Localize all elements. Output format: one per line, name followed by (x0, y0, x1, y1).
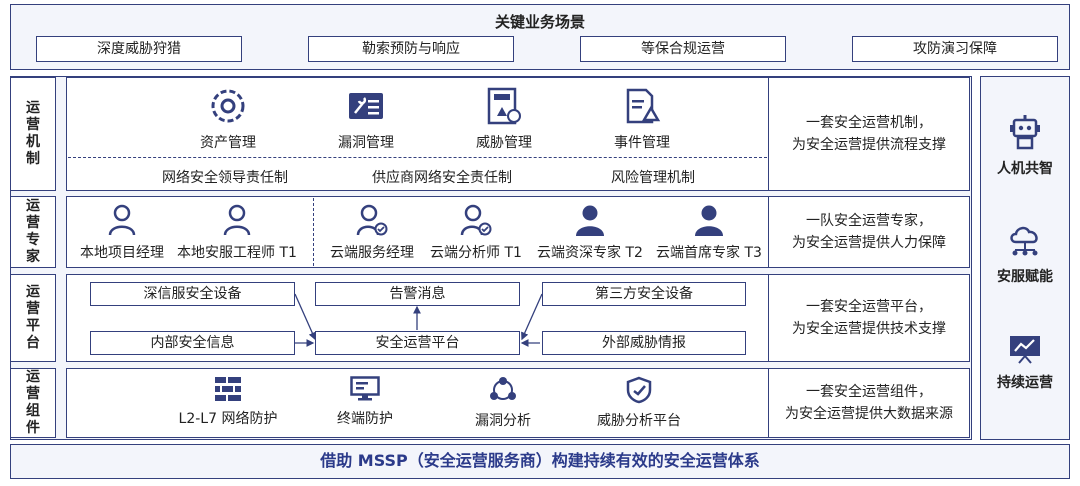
person-outline-icon (108, 204, 136, 236)
network-protection: L2-L7 网络防护 (166, 376, 290, 428)
box-internal-info: 内部安全信息 (90, 331, 295, 355)
cycle-nodes-icon (490, 377, 516, 400)
row-label-components: 运营组件 (10, 368, 56, 438)
cloud-network-icon (1010, 226, 1038, 256)
mechanism-supplier: 供应商网络安全责任制 (372, 170, 512, 186)
cloud-senior-expert: 云端资深专家 T2 (532, 204, 648, 262)
vuln-card-icon (349, 93, 383, 119)
service-enablement: 安服赋能 (980, 222, 1070, 286)
person-outline-icon (223, 204, 251, 236)
asset-gear-icon (211, 89, 245, 123)
threat-analysis-platform: 威胁分析平台 (584, 376, 694, 430)
row-label-mechanism: 运营机制 (10, 77, 56, 191)
box-third-party: 第三方安全设备 (542, 282, 746, 306)
robot-icon (1010, 115, 1040, 150)
platform-desc: 一套安全运营平台，为安全运营提供技术支撑 (792, 299, 946, 337)
box-core-platform: 安全运营平台 (315, 331, 520, 355)
mechanism-desc: 一套安全运营机制，为安全运营提供流程支撑 (792, 115, 946, 153)
scenario-attack-defense: 攻防演习保障 (852, 36, 1058, 62)
cloud-analyst: 云端分析师 T1 (424, 204, 528, 262)
endpoint-protection: 终端防护 (320, 376, 410, 428)
vulnerability-analysis: 漏洞分析 (458, 376, 548, 430)
person-check-icon (356, 204, 388, 236)
local-engineer: 本地安服工程师 T1 (172, 204, 302, 262)
experts-desc: 一队安全运营专家，为安全运营提供人力保障 (792, 213, 946, 251)
vulnerability-management: 漏洞管理 (318, 86, 414, 152)
person-filled-icon (695, 205, 723, 236)
footer-banner: 借助 MSSP（安全运营服务商）构建持续有效的安全运营体系 (10, 444, 1070, 479)
row-label-experts: 运营专家 (10, 196, 56, 268)
experts-row (66, 196, 970, 268)
firewall-icon (215, 377, 241, 401)
chart-board-icon (1010, 336, 1040, 364)
person-filled-icon (576, 205, 604, 236)
scenario-threat-hunting: 深度威胁狩猎 (36, 36, 242, 62)
scenario-ransomware: 勒索预防与响应 (308, 36, 514, 62)
box-external-intel: 外部威胁情报 (542, 331, 746, 355)
continuous-operation: 持续运营 (980, 334, 1070, 392)
cloud-chief-expert: 云端首席专家 T3 (652, 204, 766, 262)
asset-management: 资产管理 (180, 86, 276, 152)
shield-check-icon (626, 376, 652, 404)
scenario-compliance: 等保合规运营 (580, 36, 786, 62)
components-desc: 一套安全运营组件，为安全运营提供大数据来源 (785, 384, 953, 422)
box-sangfor-devices: 深信服安全设备 (90, 282, 295, 306)
human-machine: 人机共智 (980, 114, 1070, 178)
cloud-service-manager: 云端服务经理 (324, 204, 420, 262)
person-check-icon (460, 204, 492, 236)
local-pm: 本地项目经理 (76, 204, 168, 262)
threat-management: 威胁管理 (456, 86, 552, 152)
incident-management: 事件管理 (594, 86, 690, 152)
threat-doc-icon (487, 87, 521, 125)
mechanism-risk: 风险管理机制 (611, 170, 695, 186)
incident-doc-icon (626, 88, 661, 124)
monitor-icon (350, 376, 380, 401)
mechanism-leadership: 网络安全领导责任制 (162, 170, 288, 186)
box-alerts: 告警消息 (315, 282, 520, 306)
scenarios-title: 关键业务场景 (494, 13, 585, 31)
row-label-platform: 运营平台 (10, 274, 56, 362)
